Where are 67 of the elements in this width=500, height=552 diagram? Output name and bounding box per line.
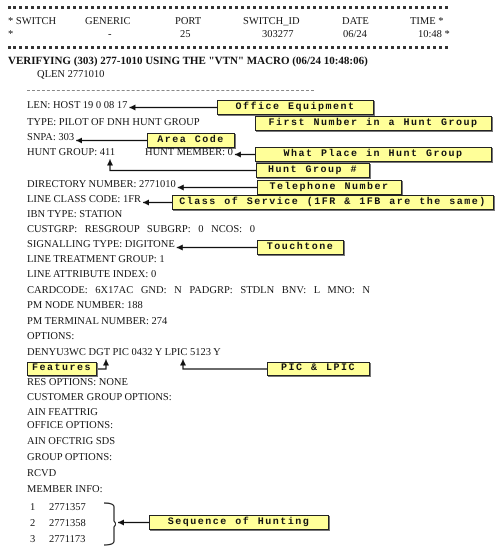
printout-line: LINE ATTRIBUTE INDEX: 0 — [27, 269, 156, 281]
printout-line: HUNT GROUP: 411 — [27, 147, 116, 159]
printout-line: SIGNALLING TYPE: DIGITONE — [27, 239, 175, 251]
printout-line: MEMBER INFO: — [27, 484, 103, 496]
printout-line: RES OPTIONS: NONE — [27, 377, 128, 389]
printout-line: DENYU3WC DGT PIC 0432 Y LPIC 5123 Y — [27, 347, 221, 359]
printout-line: OPTIONS: — [27, 331, 74, 343]
printout-line: CUSTOMER GROUP OPTIONS: — [27, 392, 172, 404]
header-value: 303277 — [262, 29, 294, 41]
callout-box: Class of Service (1FR & 1FB are the same) — [172, 195, 494, 210]
member-number: 2771358 — [49, 518, 86, 530]
leader-arrow — [178, 184, 257, 190]
printout-line: RCVD — [27, 468, 56, 480]
leader-arrow — [143, 200, 172, 206]
printout-line: LEN: HOST 19 0 08 17 — [27, 100, 128, 112]
header-label: GENERIC — [85, 16, 130, 28]
leader-arrow — [118, 520, 149, 526]
printout-line: AIN OFCTRIG SDS — [27, 436, 116, 448]
header-value: * — [8, 29, 14, 41]
printout-line: LINE TREATMENT GROUP: 1 — [27, 254, 165, 266]
printout-line: GROUP OPTIONS: — [27, 452, 112, 464]
header-label: * SWITCH — [8, 16, 56, 28]
printout-line: IBN TYPE: STATION — [27, 209, 122, 221]
leader-arrow — [180, 360, 267, 370]
leader-arrow — [129, 104, 217, 110]
member-number: 2771173 — [49, 534, 86, 546]
leader-arrow — [234, 152, 255, 158]
callout-box: Office Equipment — [217, 100, 374, 115]
printout-line: DIRECTORY NUMBER: 2771010 — [27, 179, 176, 191]
printout-line: AIN FEATTRIG — [27, 407, 98, 419]
header-label: TIME * — [410, 16, 444, 28]
callout-box: Hunt Group # — [256, 163, 370, 178]
header-value: - — [108, 29, 112, 41]
printout-line: CUSTGRP: RESGROUP SUBGRP: 0 NCOS: 0 — [27, 224, 255, 236]
header-value: 10:48 * — [418, 29, 450, 41]
member-position: 2 — [30, 518, 36, 530]
printout-line: QLEN 2771010 — [37, 69, 104, 81]
printout-line: SNPA: 303 — [27, 132, 74, 144]
leader-arrow — [107, 160, 256, 172]
printout-line: TYPE: PILOT OF DNH HUNT GROUP — [27, 117, 200, 129]
printout-line: OFFICE OPTIONS: — [27, 420, 114, 432]
callout-box: PIC & LPIC — [267, 362, 370, 376]
member-position: 3 — [30, 534, 36, 546]
header-label: DATE — [342, 16, 369, 28]
header-value: 25 — [180, 29, 190, 41]
callout-box: Telephone Number — [257, 180, 402, 195]
header-label: SWITCH_ID — [243, 16, 300, 28]
leader-arrow — [176, 244, 257, 250]
callout-box: Touchtone — [257, 240, 344, 255]
printout-line: PM NODE NUMBER: 188 — [27, 300, 143, 312]
leader-arrow — [76, 138, 147, 144]
header-value: 06/24 — [343, 29, 367, 41]
printout-line: PM TERMINAL NUMBER: 274 — [27, 316, 168, 328]
callout-box: What Place in Hunt Group — [255, 147, 492, 162]
report-heading: VERIFYING (303) 277-1010 USING THE "VTN" MACRO (06/24 10:48:06) — [8, 55, 368, 67]
member-number: 2771357 — [49, 502, 86, 514]
header-label: PORT — [175, 16, 202, 28]
bracket — [104, 502, 116, 546]
leader-arrow — [97, 360, 109, 370]
callout-box: Sequence of Hunting — [149, 515, 329, 530]
printout-line: HUNT MEMBER: 0 — [145, 147, 233, 159]
printout-line: LINE CLASS CODE: 1FR — [27, 194, 142, 206]
callout-box: First Number in a Hunt Group — [255, 116, 492, 131]
member-position: 1 — [30, 502, 36, 514]
callout-box: Features — [27, 362, 97, 376]
callout-box: Area Code — [147, 133, 235, 148]
printout-line: CARDCODE: 6X17AC GND: N PADGRP: STDLN BNV: L MNO: N — [27, 285, 370, 297]
